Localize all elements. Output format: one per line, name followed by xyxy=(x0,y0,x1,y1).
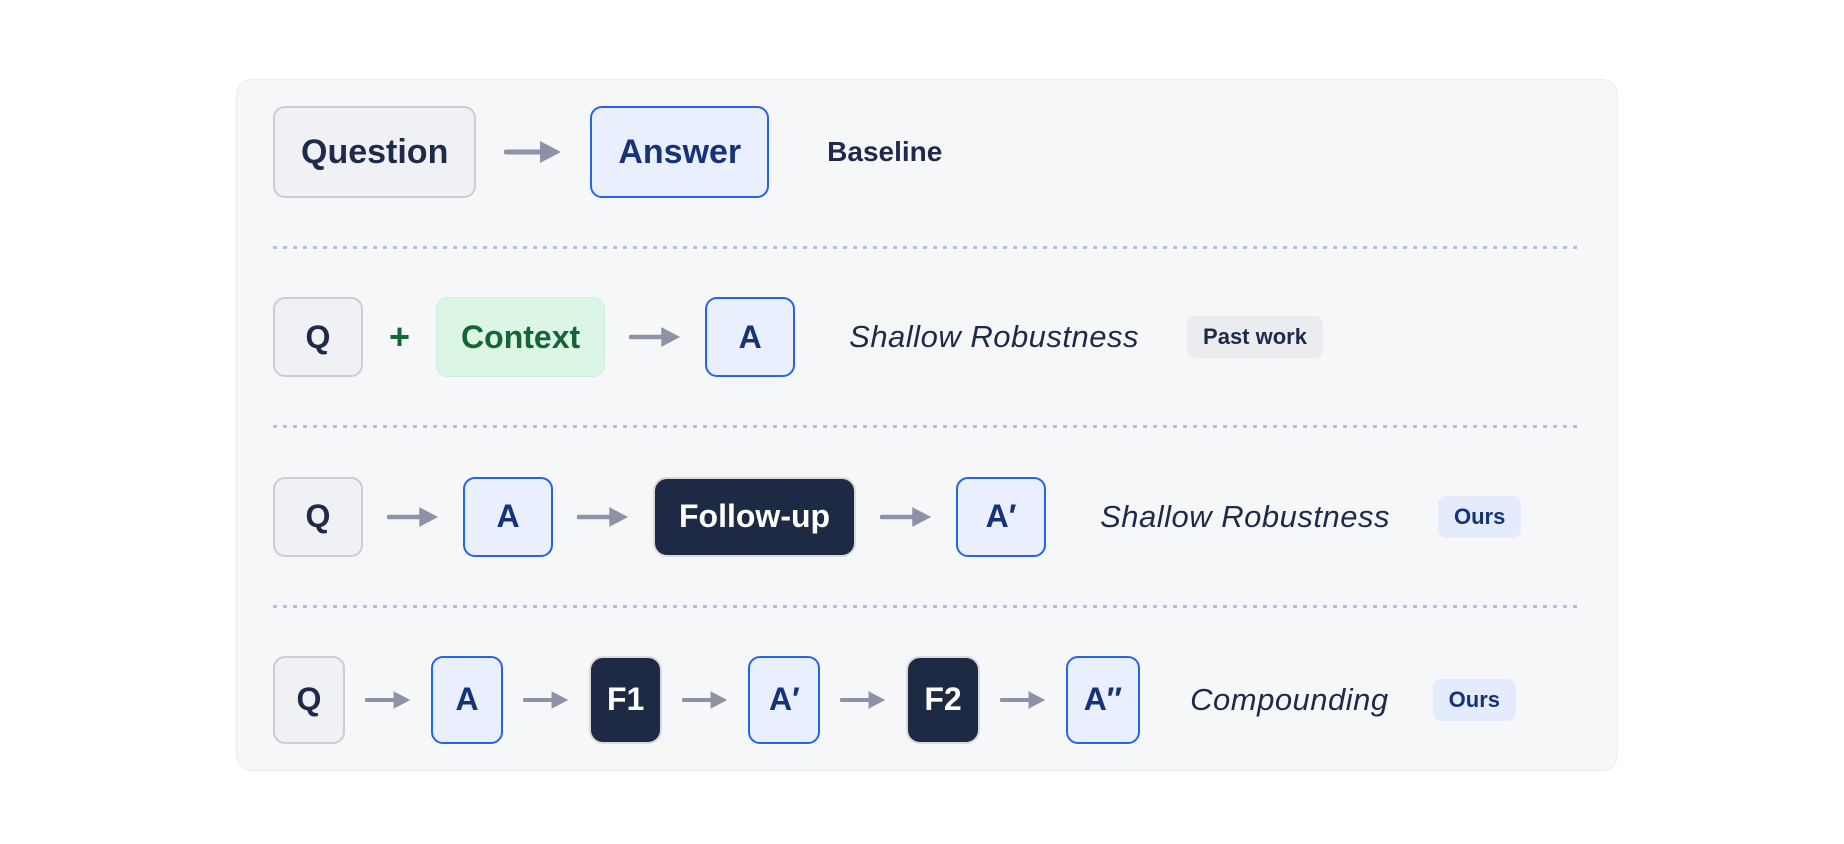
flow-row-baseline: Question Answer Baseline xyxy=(273,106,1581,198)
follow-up-box: Follow-up xyxy=(653,476,857,557)
row-caption: Baseline xyxy=(827,136,943,167)
dashed-divider xyxy=(273,425,1581,429)
a-box: A xyxy=(431,655,503,744)
dashed-divider xyxy=(273,604,1581,608)
arrow-right-icon xyxy=(504,140,562,164)
arrow-right-icon xyxy=(999,688,1046,712)
arrow-right-icon xyxy=(880,505,932,529)
a-box: A xyxy=(705,297,796,378)
dashed-divider xyxy=(273,246,1581,250)
q-box: Q xyxy=(273,655,345,744)
arrow-right-icon xyxy=(577,505,629,529)
context-box: Context xyxy=(436,297,606,378)
answer-box: Answer xyxy=(590,106,770,198)
flow-row-shallow-robustness-past-work: Q + Context A Shallow Robustness Past work xyxy=(273,297,1581,378)
q-box: Q xyxy=(273,297,363,378)
row-caption: Shallow Robustness xyxy=(1100,498,1390,534)
plus-sign: + xyxy=(389,316,411,358)
arrow-right-icon xyxy=(682,688,728,712)
arrow-right-icon xyxy=(365,688,411,712)
q-box: Q xyxy=(273,476,363,557)
arrow-right-icon xyxy=(629,325,681,349)
flow-row-shallow-robustness-ours: Q A Follow-up A′ Shallow Robustness Ours xyxy=(273,476,1581,557)
a-prime-box: A′ xyxy=(748,655,821,744)
a-prime-box: A′ xyxy=(956,476,1047,557)
f2-box: F2 xyxy=(906,655,980,744)
arrow-right-icon xyxy=(387,505,439,529)
a-double-prime-box: A″ xyxy=(1065,655,1141,744)
a-box: A xyxy=(463,476,553,557)
arrow-right-icon xyxy=(523,688,569,712)
row-badge: Ours xyxy=(1432,678,1517,721)
row-caption: Shallow Robustness xyxy=(849,319,1140,355)
arrow-right-icon xyxy=(840,688,886,712)
row-badge: Ours xyxy=(1437,495,1522,538)
question-box: Question xyxy=(273,106,477,198)
row-badge: Past work xyxy=(1187,316,1323,359)
row-caption: Compounding xyxy=(1190,681,1389,717)
f1-box: F1 xyxy=(589,655,663,744)
